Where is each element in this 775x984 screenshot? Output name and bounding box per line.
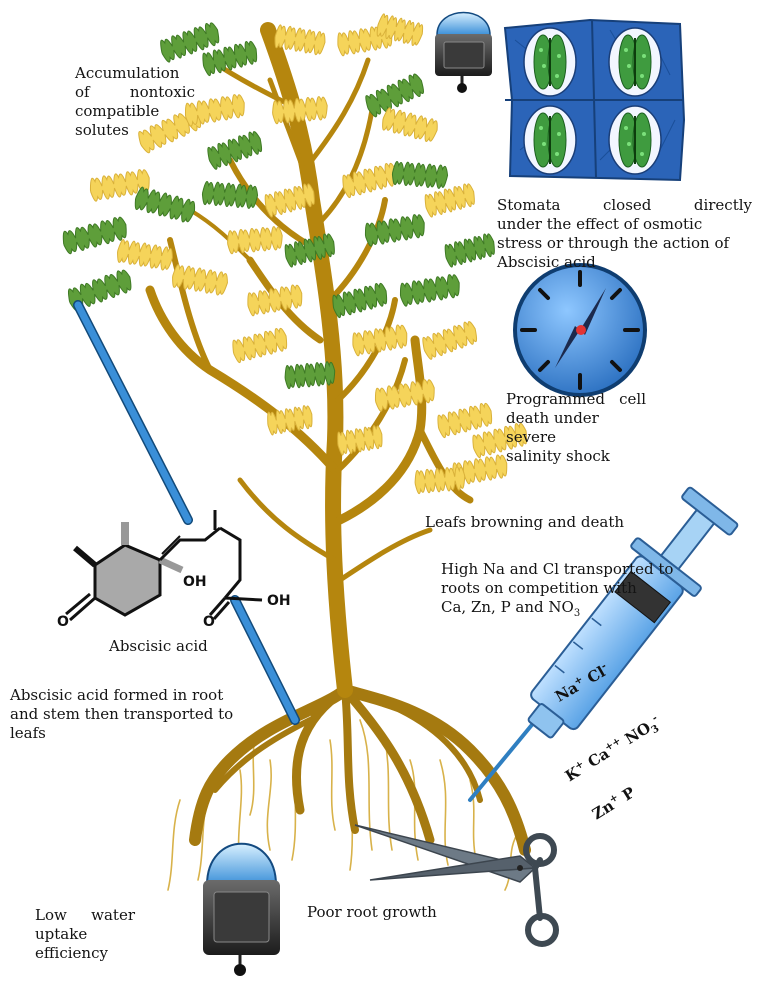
leaf [116,239,174,272]
lock-icon-top [435,13,492,94]
lock-icon-bottom [203,844,280,976]
stomata-panel [505,20,684,180]
label-abscisic-acid: Abscisic acid [109,637,208,656]
leaf [414,466,466,494]
leaf [351,324,409,357]
leaf [380,107,439,144]
leaf [392,161,449,189]
label-poor-root-growth: Poor root growth [307,903,437,922]
leaf [363,213,426,247]
stoma-icon [609,106,661,174]
molecule-o-2: O [203,614,215,630]
label-high-na-cl: High Na and Cl transported to roots on c… [441,560,701,623]
clock-icon [515,265,645,395]
label-programmed-cell-death: Programmed cell death under severe salin… [506,390,646,466]
molecule-oh-2: OH [267,593,291,609]
transport-arrows [78,305,295,720]
leaf [158,21,222,64]
molecule-o-1: O [57,614,69,630]
leaf [373,378,436,412]
label-stomata: Stomata closed directly under the effect… [497,196,752,272]
stoma-icon [609,28,661,96]
leaf [423,182,477,218]
stoma-icon [524,28,576,96]
molecule-oh-1: OH [183,574,207,590]
leaf [340,162,399,199]
leaf [420,320,480,361]
leaf [230,327,289,364]
leaf [398,273,461,307]
leaf [443,232,497,268]
leaf [246,284,304,317]
leaf [227,226,284,254]
stoma-icon [524,106,576,174]
leaf [202,181,259,209]
leaf [284,361,336,389]
label-accumulation: Accumulation of nontoxic compatible solu… [75,64,195,140]
label-aba-formed: Abscisic acid formed in root and stem th… [10,686,265,743]
scissors-icon [355,825,556,944]
label-leafs-browning: Leafs browning and death [425,513,624,532]
leaf [133,186,197,224]
label-low-water-uptake: Low water uptake efficiency [35,906,135,963]
